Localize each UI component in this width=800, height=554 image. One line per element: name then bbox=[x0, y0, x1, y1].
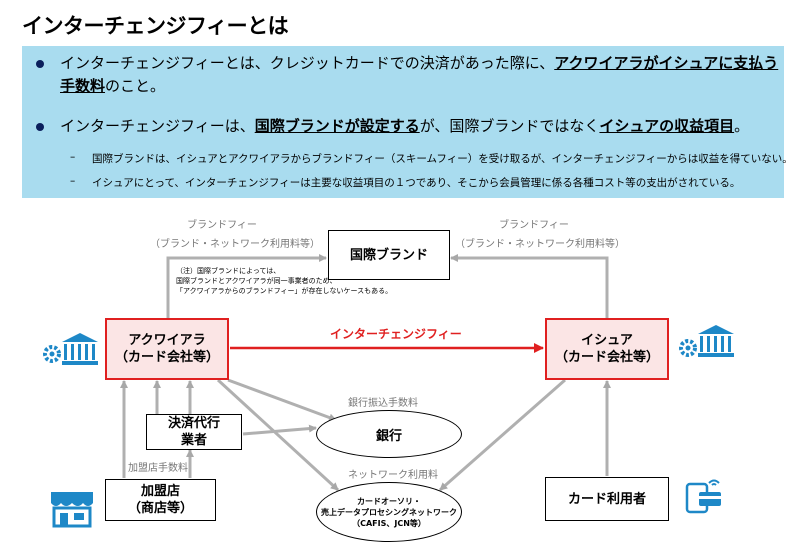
international-brand-box: 国際ブランド bbox=[328, 230, 450, 280]
bullet-2-text-c: 。 bbox=[734, 117, 750, 135]
merchant-sublabel: （商店等） bbox=[127, 501, 193, 516]
merchant-fee-label: 加盟店手数料 bbox=[128, 463, 188, 474]
brandfee-right-label: ブランドフィー bbox=[499, 220, 569, 231]
network-label-3: （CAFIS、JCN等） bbox=[352, 518, 426, 528]
bank-gear-icon bbox=[43, 333, 98, 365]
note-3: 「アクワイアラからのブランドフィー」が存在しないケースもある。 bbox=[176, 287, 393, 295]
bullet-1-highlight-a: アクワイアラがイシュアに支払う bbox=[554, 54, 779, 72]
brandfee-left-label: ブランドフィー bbox=[187, 220, 257, 231]
bank-ellipse: 銀行 bbox=[316, 410, 462, 458]
issuer-label: イシュア bbox=[581, 333, 633, 348]
bullet-2-highlight-b: イシュアの収益項目 bbox=[599, 117, 735, 135]
payment-agent-label: 決済代行 bbox=[167, 416, 220, 431]
acquirer-sublabel: （カード会社等） bbox=[114, 350, 219, 365]
dash: – bbox=[70, 151, 76, 163]
issuer-box: イシュア （カード会社等） bbox=[545, 318, 669, 380]
brandfee-left-sublabel: （ブランド・ネットワーク利用料等） bbox=[150, 239, 320, 250]
cardholder-label: カード利用者 bbox=[567, 491, 646, 507]
bullet-1-text-b: のこと。 bbox=[105, 77, 166, 95]
bank-label: 銀行 bbox=[375, 428, 402, 444]
acquirer-box: アクワイアラ （カード会社等） bbox=[105, 318, 229, 380]
summary-panel: インターチェンジフィーとは、クレジットカードでの決済があった際に、アクワイアラが… bbox=[22, 46, 793, 198]
sub-bullet-2-text: イシュアにとって、インターチェンジフィーは主要な収益項目の１つであり、そこから会… bbox=[92, 177, 741, 189]
interchange-fee-label: インターチェンジフィー bbox=[330, 327, 462, 341]
card-phone-icon bbox=[685, 479, 721, 514]
arrow-acquirer-to-brand bbox=[166, 254, 327, 318]
bank-gear-icon bbox=[679, 325, 734, 357]
bullet-dot bbox=[36, 60, 44, 68]
network-ellipse: カードオーソリ・ 売上データプロセシングネットワーク （CAFIS、JCN等） bbox=[316, 482, 462, 542]
issuer-sublabel: （カード会社等） bbox=[554, 350, 659, 365]
merchant-label: 加盟店 bbox=[140, 484, 180, 499]
sub-bullet-1-text: 国際ブランドは、イシュアとアクワイアラからブランドフィー（スキームフィー）を受け… bbox=[92, 153, 793, 165]
arrow-acquirer-to-bank bbox=[227, 378, 337, 422]
note-1: （注）国際ブランドによっては、 bbox=[176, 267, 281, 275]
arrow-issuer-to-brand bbox=[450, 254, 609, 318]
acquirer-label: アクワイアラ bbox=[128, 333, 206, 348]
bullet-1-highlight-b: 手数料 bbox=[60, 77, 106, 95]
bullet-2-text-b: が、国際ブランドではなく bbox=[419, 117, 600, 135]
arrow-acquirer-to-network bbox=[216, 378, 340, 492]
international-brand-label: 国際ブランド bbox=[349, 247, 428, 263]
bullet-1-text-a: インターチェンジフィーとは、クレジットカードでの決済があった際に、 bbox=[60, 54, 555, 72]
merchant-box: 加盟店 （商店等） bbox=[105, 479, 216, 521]
page-title: インターチェンジフィーとは bbox=[22, 14, 289, 38]
shop-icon bbox=[51, 492, 93, 528]
bank-transfer-fee-label: 銀行振込手数料 bbox=[348, 398, 418, 409]
network-fee-label: ネットワーク利用料 bbox=[348, 470, 438, 481]
network-label-1: カードオーソリ・ bbox=[357, 496, 421, 506]
payment-agent-box: 決済代行 業者 bbox=[146, 414, 242, 450]
bullet-dot bbox=[36, 123, 44, 131]
dash: – bbox=[70, 175, 76, 187]
arrow-agent-to-bank bbox=[242, 424, 317, 436]
arrow-issuer-to-network bbox=[439, 378, 566, 492]
cardholder-box: カード利用者 bbox=[545, 477, 669, 521]
payment-agent-sublabel: 業者 bbox=[180, 433, 207, 448]
brandfee-right-sublabel: （ブランド・ネットワーク利用料等） bbox=[455, 239, 625, 250]
note-2: 国際ブランドとアクワイアラが同一事業者のため、 bbox=[176, 277, 337, 285]
network-label-2: 売上データプロセシングネットワーク bbox=[321, 507, 457, 517]
bullet-2-text-a: インターチェンジフィーは、 bbox=[60, 117, 255, 135]
bullet-2-highlight-a: 国際ブランドが設定する bbox=[254, 117, 420, 135]
